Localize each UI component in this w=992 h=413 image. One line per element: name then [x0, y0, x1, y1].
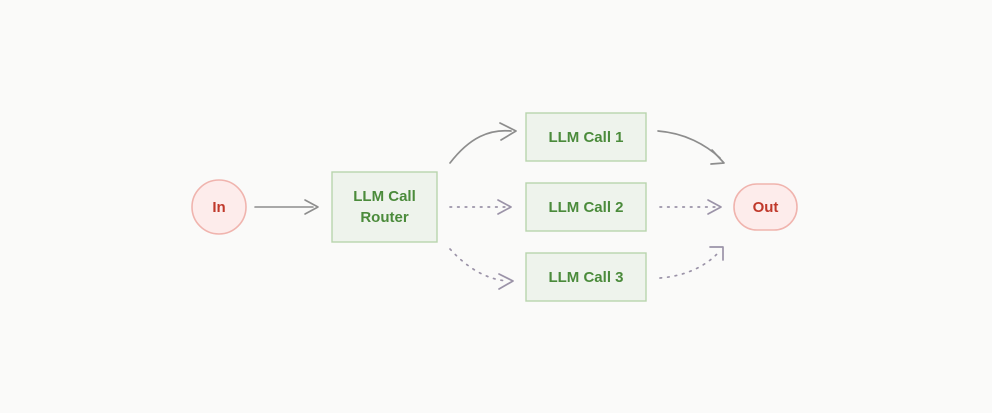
arrowhead-icon [709, 246, 724, 261]
arrowhead-icon [707, 199, 722, 215]
edge-router-to-call3 [449, 248, 514, 290]
arrowhead-icon [499, 122, 517, 141]
node-llm-call-2[interactable]: LLM Call 2 [525, 182, 647, 232]
edge-call3-to-out [659, 246, 724, 279]
node-call2-label: LLM Call 2 [548, 199, 623, 216]
edge-in-to-router [254, 199, 319, 215]
node-in-shape [191, 179, 247, 235]
arrowhead-icon [710, 149, 725, 165]
node-llm-call-3[interactable]: LLM Call 3 [525, 252, 647, 302]
node-in-label: In [212, 199, 225, 216]
node-llm-call-router[interactable]: LLM Call Router [331, 171, 438, 243]
arrowhead-icon [304, 199, 319, 215]
node-in[interactable]: In [191, 179, 247, 235]
node-call1-label: LLM Call 1 [548, 129, 623, 146]
node-router-shape [331, 171, 438, 243]
node-call3-shape [525, 252, 647, 302]
edge-router-to-call1 [449, 122, 517, 164]
node-call3-label: LLM Call 3 [548, 269, 623, 286]
node-out-shape [733, 183, 798, 231]
node-call2-shape [525, 182, 647, 232]
edge-call1-to-out [657, 130, 725, 165]
edge-call2-to-out [659, 199, 722, 215]
node-router-label-line1: LLM Call [353, 188, 416, 205]
node-router-label-line2: Router [360, 209, 408, 226]
node-out-label: Out [753, 199, 779, 216]
node-call1-shape [525, 112, 647, 162]
node-llm-call-1[interactable]: LLM Call 1 [525, 112, 647, 162]
edge-router-to-call2 [449, 199, 512, 215]
node-out[interactable]: Out [733, 183, 798, 231]
arrowhead-icon [497, 199, 512, 215]
arrowhead-icon [498, 273, 514, 290]
